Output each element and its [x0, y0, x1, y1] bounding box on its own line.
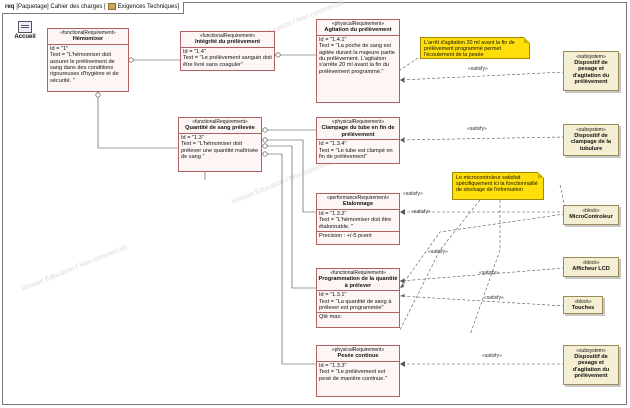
note-anchor[interactable] [399, 199, 481, 331]
stereotype-label: «block» [582, 208, 600, 214]
stereotype-label: «functionalRequirement» [330, 270, 386, 276]
block-name: Dispositif de pesage et d'agitation du p… [572, 60, 610, 85]
accueil-link[interactable]: Accueil [10, 21, 40, 40]
satisfy-label: «satisfy» [484, 295, 504, 301]
satisfy-link[interactable] [399, 71, 566, 81]
satisfy-label: «satisfy» [467, 126, 487, 132]
requirement-hemomixer[interactable]: «functionalRequirement»Hémomixer Id = "1… [47, 28, 129, 92]
block-dispositif-pesage-agitation[interactable]: «subsystem»Dispositif de pesage et d'agi… [563, 51, 619, 91]
block-afficheur-lcd[interactable]: «block»Afficheur LCD [563, 257, 619, 277]
requirement-id: Id = "1.3" [181, 134, 204, 141]
requirement-text: Text = "Le tube est clampé en fin de pré… [319, 147, 395, 161]
note-anchor[interactable] [559, 184, 566, 209]
requirement-quantite[interactable]: «functionalRequirement»Quantité de sang … [178, 117, 262, 172]
requirement-id: Id = "1.4" [183, 48, 206, 55]
block-name: Afficheur LCD [572, 266, 610, 273]
block-name: Dispositif de pesage et d'agitation du p… [572, 354, 610, 379]
stereotype-label: «subsystem» [576, 348, 606, 354]
note-anchor[interactable] [469, 200, 501, 336]
requirement-name: Pesée continue [337, 353, 379, 360]
requirement-id: Id = "1.3.1" [319, 292, 347, 299]
requirement-name: Agitation du prélèvement [324, 27, 392, 34]
stereotype-label: «block» [582, 260, 600, 266]
diagram-path-close: ] [177, 4, 180, 10]
containment-line[interactable] [262, 145, 316, 289]
satisfy-label: «satisfy» [403, 191, 423, 197]
block-name: MicroControleur [569, 214, 613, 221]
satisfy-label: «satisfy» [411, 209, 431, 215]
stereotype-label: «physicalRequirement» [331, 119, 385, 125]
satisfy-link[interactable] [399, 213, 566, 289]
requirement-compartment: Qté max: [317, 312, 399, 321]
block-dispositif-pesage-agitation-2[interactable]: «subsystem»Dispositif de pesage et d'agi… [563, 345, 619, 385]
satisfy-label: «satisfy» [468, 66, 488, 72]
requirement-name: Clampage du tube en fin de prélèvement [321, 125, 395, 138]
note-anchor[interactable] [399, 57, 419, 71]
requirement-name: Intégrité du prélèvement [195, 39, 260, 46]
requirement-text: Text = "L'hémomixer doit prélever une qu… [181, 141, 260, 161]
requirement-clampage[interactable]: «physicalRequirement»Clampage du tube en… [316, 117, 400, 164]
stereotype-label: «functionalRequirement» [192, 119, 248, 125]
requirement-text: Text = "L'hémomixer doit être étalonnabl… [319, 217, 393, 230]
requirement-text: Text = "Le prélèvement sanguin doit être… [183, 55, 274, 68]
diagram-frame [2, 2, 627, 405]
note-agitation[interactable]: L'arrêt d'agitation 20 ml avant la fin d… [420, 37, 530, 59]
block-name: Touches [571, 305, 595, 312]
stereotype-label: «subsystem» [576, 127, 606, 133]
requirement-name: Hémomixer [72, 36, 104, 43]
diagram-name: Exigences Techniques [117, 4, 178, 10]
requirement-integrite[interactable]: «functionalRequirement»Intégrité du prél… [180, 31, 275, 71]
requirement-compartment: Precision : +/-5 pcent [317, 231, 399, 240]
package-icon [107, 2, 116, 10]
satisfy-link[interactable] [399, 295, 566, 307]
requirement-programmation[interactable]: «functionalRequirement»Programmation de … [316, 268, 400, 328]
home-diagram-icon [18, 21, 32, 33]
stereotype-label: «subsystem» [576, 54, 606, 60]
block-dispositif-clampage[interactable]: «subsystem»Dispositif de clampage de la … [563, 124, 619, 156]
satisfy-label: «satisfy» [482, 353, 502, 359]
stereotype-label: «physicalRequirement» [331, 347, 385, 353]
diagram-kind: req [5, 4, 15, 10]
satisfy-link[interactable] [399, 136, 566, 141]
requirement-text: Text = "L'hémomixer doit assurer le prél… [50, 52, 121, 84]
containment-line[interactable] [262, 153, 316, 365]
requirement-agitation[interactable]: «physicalRequirement»Agitation du prélèv… [316, 19, 400, 103]
requirement-id: Id = "1.3.3" [319, 362, 347, 369]
containment-line[interactable] [97, 92, 180, 149]
requirement-etalonnage[interactable]: «performanceRequirement»Etalonnage Id = … [316, 193, 400, 245]
requirement-name: Etalonnage [342, 201, 374, 208]
block-touches[interactable]: «block»Touches [563, 296, 603, 314]
stereotype-label: «functionalRequirement» [60, 30, 116, 36]
stereotype-label: «performanceRequirement» [326, 195, 390, 201]
requirement-id: Id = "1.3.2" [319, 210, 347, 217]
containment-line[interactable] [262, 139, 316, 213]
requirement-name: Quantité de sang prélevée [185, 125, 255, 132]
requirement-id: Id = "1.3.4" [319, 141, 347, 148]
block-microcontroleur[interactable]: «block»MicroControleur [563, 205, 619, 225]
satisfy-link[interactable] [399, 267, 566, 282]
requirement-name: Programmation de la quantité à prélever [318, 276, 398, 289]
stereotype-label: «block» [574, 299, 592, 305]
requirement-id: Id = "1.4.1" [319, 36, 347, 43]
satisfy-label: «satisfy» [428, 249, 448, 255]
requirement-id: Id = "1" [50, 45, 69, 52]
accueil-label: Accueil [14, 34, 36, 40]
stereotype-label: «functionalRequirement» [199, 33, 256, 39]
requirement-text: Text = "La poche de sang est agitée dura… [319, 43, 397, 75]
satisfy-label: «satisfy» [479, 270, 499, 276]
requirement-text: Text = "Le prélèvement est pesé de maniè… [319, 369, 387, 382]
diagram-header-tab: req[Paquetage] Cahier des charges [ Exige… [2, 2, 185, 14]
diagram-package-path: [Paquetage] Cahier des charges [ [16, 4, 106, 10]
requirement-pesee[interactable]: «physicalRequirement»Pesée continue Id =… [316, 345, 400, 397]
block-name: Dispositif de clampage de la tubulure [570, 133, 612, 152]
note-microcontroleur[interactable]: Le microcontroleur satisfait spécifiquem… [452, 172, 544, 200]
requirement-text: Text = "La quantité de sang à prélever e… [319, 298, 393, 312]
stereotype-label: «physicalRequirement» [331, 21, 385, 27]
